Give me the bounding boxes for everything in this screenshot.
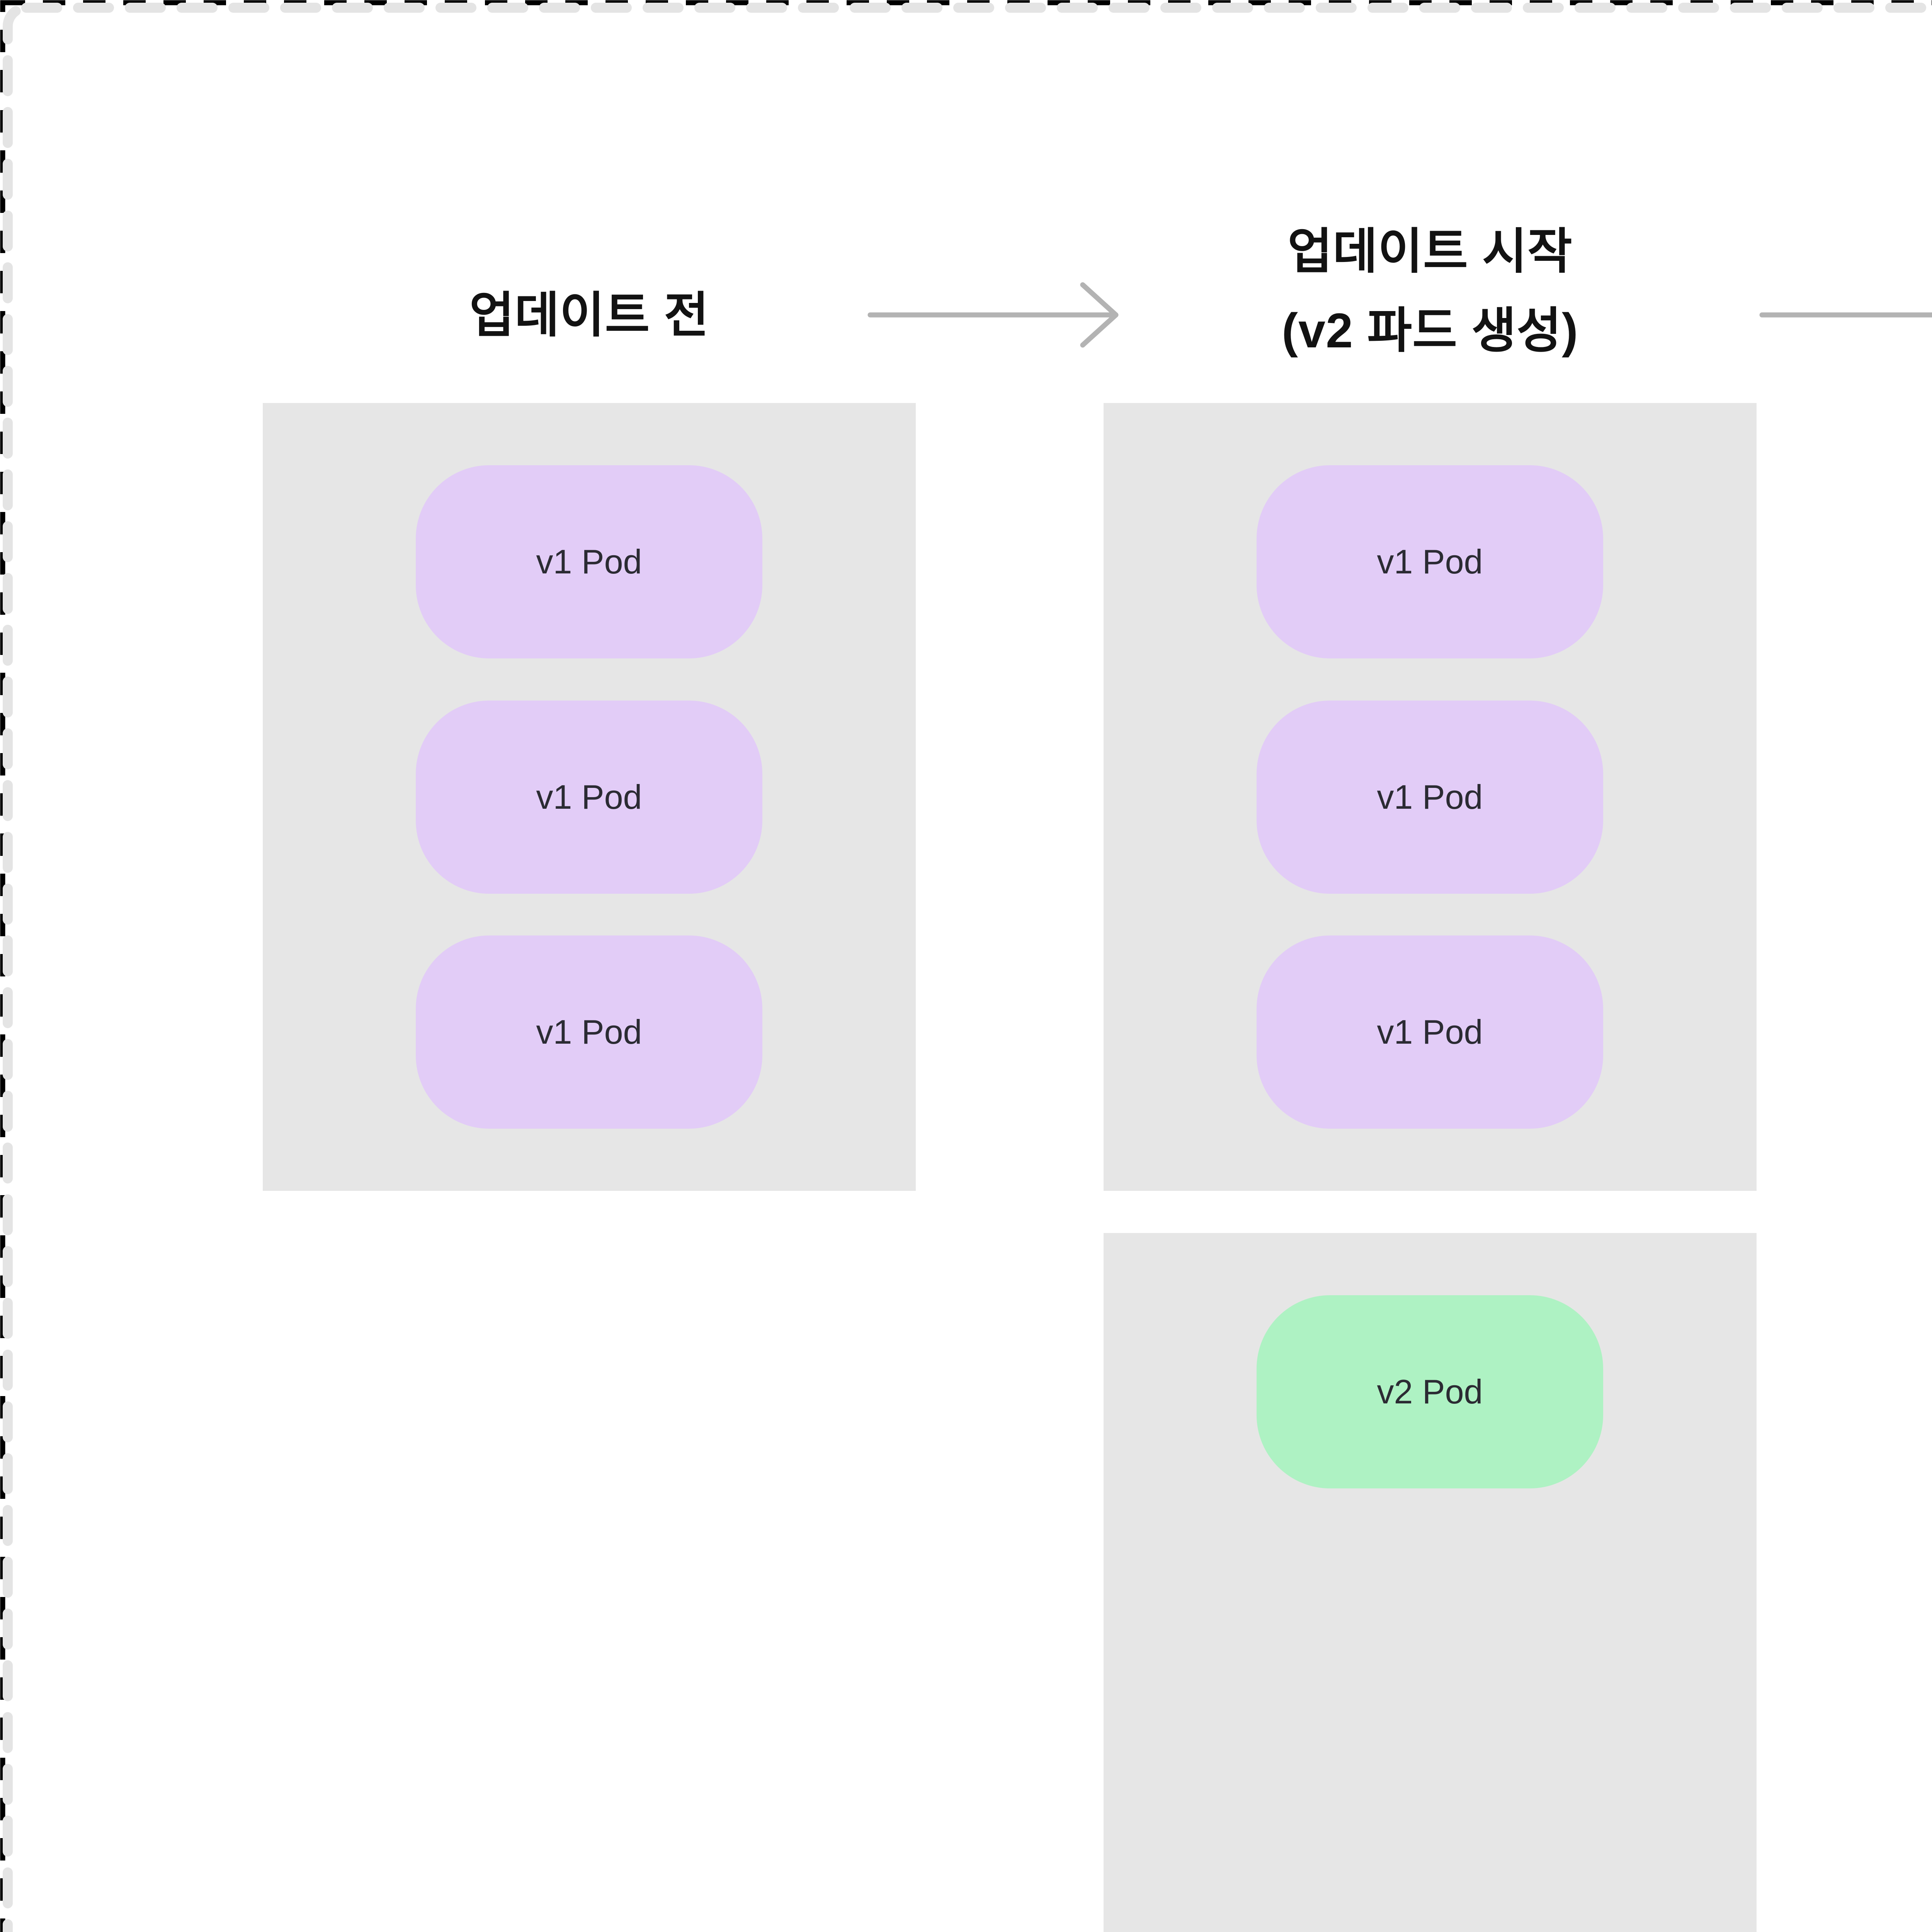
pod-v1: v1 Pod bbox=[1257, 465, 1603, 658]
pod-label: v1 Pod bbox=[536, 778, 642, 816]
step-title-line: 업데이트 시작 bbox=[1287, 224, 1573, 279]
step-title-update-start-create-v2: 업데이트 시작 (v2 파드 생성) bbox=[1104, 212, 1757, 370]
panel-before-update: v1 Pod v1 Pod v1 Pod bbox=[263, 403, 916, 1191]
pod-label: v1 Pod bbox=[1377, 778, 1483, 816]
pod-label: v1 Pod bbox=[536, 543, 642, 581]
step-title-line: (v2 파드 생성) bbox=[1282, 303, 1578, 358]
step-title-before-update: 업데이트 전 bbox=[263, 276, 916, 355]
pod-v2: v2 Pod bbox=[1257, 1295, 1603, 1488]
step-title-line: 업데이트 전 bbox=[469, 288, 709, 342]
pod-v1: v1 Pod bbox=[1257, 935, 1603, 1129]
pod-label: v1 Pod bbox=[536, 1013, 642, 1051]
panel-step2-v2-pods: v2 Pod bbox=[1104, 1233, 1757, 1932]
pod-label: v1 Pod bbox=[1377, 1013, 1483, 1051]
panel-step2-v1-pods: v1 Pod v1 Pod v1 Pod bbox=[1104, 403, 1757, 1191]
pod-v1: v1 Pod bbox=[1257, 701, 1603, 894]
pod-label: v1 Pod bbox=[1377, 543, 1483, 581]
pod-label: v2 Pod bbox=[1377, 1372, 1483, 1411]
arrow-right-icon bbox=[1759, 312, 1932, 318]
arrow-right-icon bbox=[867, 282, 1119, 348]
pod-v1: v1 Pod bbox=[416, 935, 762, 1129]
pod-v1: v1 Pod bbox=[416, 465, 762, 658]
pod-v1: v1 Pod bbox=[416, 701, 762, 894]
